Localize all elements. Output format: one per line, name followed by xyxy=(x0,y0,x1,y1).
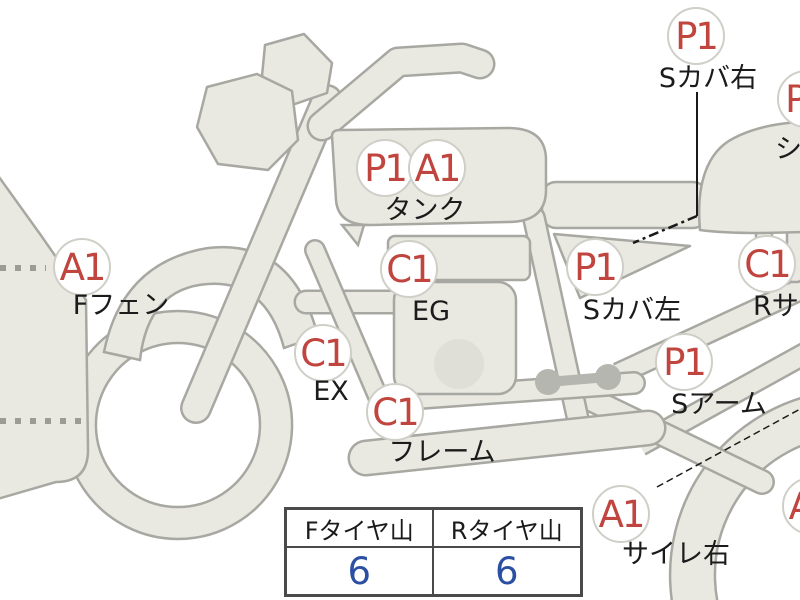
marker-frame-code: C1 xyxy=(372,390,419,434)
front-wheel xyxy=(62,309,294,541)
marker-tank-code-1: P1 xyxy=(364,146,408,190)
front-cowl-shape xyxy=(0,176,90,500)
headlight-shape xyxy=(195,72,300,172)
label-seat-right: シート xyxy=(775,134,800,165)
tank-tail-shape xyxy=(339,223,366,248)
label-silencer-right: サイレ右 xyxy=(622,539,730,570)
label-r-suspension: Rサス xyxy=(753,291,800,322)
label-f-fender: Fフェン xyxy=(72,290,170,321)
rear-tire-header: Rタイヤ山 xyxy=(433,510,580,548)
marker-exhaust: C1 xyxy=(294,324,352,382)
label-scover-right: Sカバ右 xyxy=(658,63,758,94)
marker-silencer-right-code: A1 xyxy=(598,492,646,536)
label-s-arm: Sアーム xyxy=(671,389,767,420)
label-frame: フレーム xyxy=(388,437,496,468)
marker-seat-right-code: P1 xyxy=(785,77,800,121)
marker-tank-a: A1 xyxy=(408,139,466,197)
marker-r-suspension-code: C1 xyxy=(744,242,791,286)
front-tire-header: Fタイヤ山 xyxy=(287,510,434,548)
rear-tire-value: 6 xyxy=(494,549,519,593)
label-tank: タンク xyxy=(384,195,466,226)
engine-case-circle xyxy=(434,339,484,389)
silencer-pointer xyxy=(656,408,800,488)
seat-shape xyxy=(697,120,800,235)
front-tire-value: 6 xyxy=(287,548,434,594)
label-engine: EG xyxy=(412,296,450,327)
marker-scover-right: P1 xyxy=(667,7,725,65)
marker-silencer-right: A1 xyxy=(592,485,650,543)
marker-frame: C1 xyxy=(366,383,424,441)
marker-s-arm: P1 xyxy=(655,333,713,391)
marker-f-fender-code: A1 xyxy=(59,245,107,289)
engine-block-shape xyxy=(392,280,518,396)
label-exhaust: EX xyxy=(313,376,349,407)
rear-wheel xyxy=(668,397,800,600)
marker-engine-code: C1 xyxy=(386,247,433,291)
marker-engine: C1 xyxy=(380,240,438,298)
marker-right-edge-code: A1 xyxy=(789,488,800,525)
marker-tank-p: P1 xyxy=(356,139,414,197)
marker-s-arm-code: P1 xyxy=(663,340,707,384)
scover-right-pointer-dash xyxy=(632,214,698,245)
marker-r-suspension: C1 xyxy=(738,235,796,293)
label-scover-left: Sカバ左 xyxy=(582,295,682,326)
foot-peg-bar xyxy=(535,364,621,395)
marker-scover-left: P1 xyxy=(566,238,624,296)
marker-tank-code-2: A1 xyxy=(414,146,462,190)
marker-exhaust-code: C1 xyxy=(300,331,347,375)
tire-tread-table: Fタイヤ山 Rタイヤ山 6 6 xyxy=(284,507,583,597)
marker-scover-right-code: P1 xyxy=(675,14,719,58)
marker-scover-left-code: P1 xyxy=(574,245,618,289)
marker-f-fender: A1 xyxy=(53,238,111,296)
